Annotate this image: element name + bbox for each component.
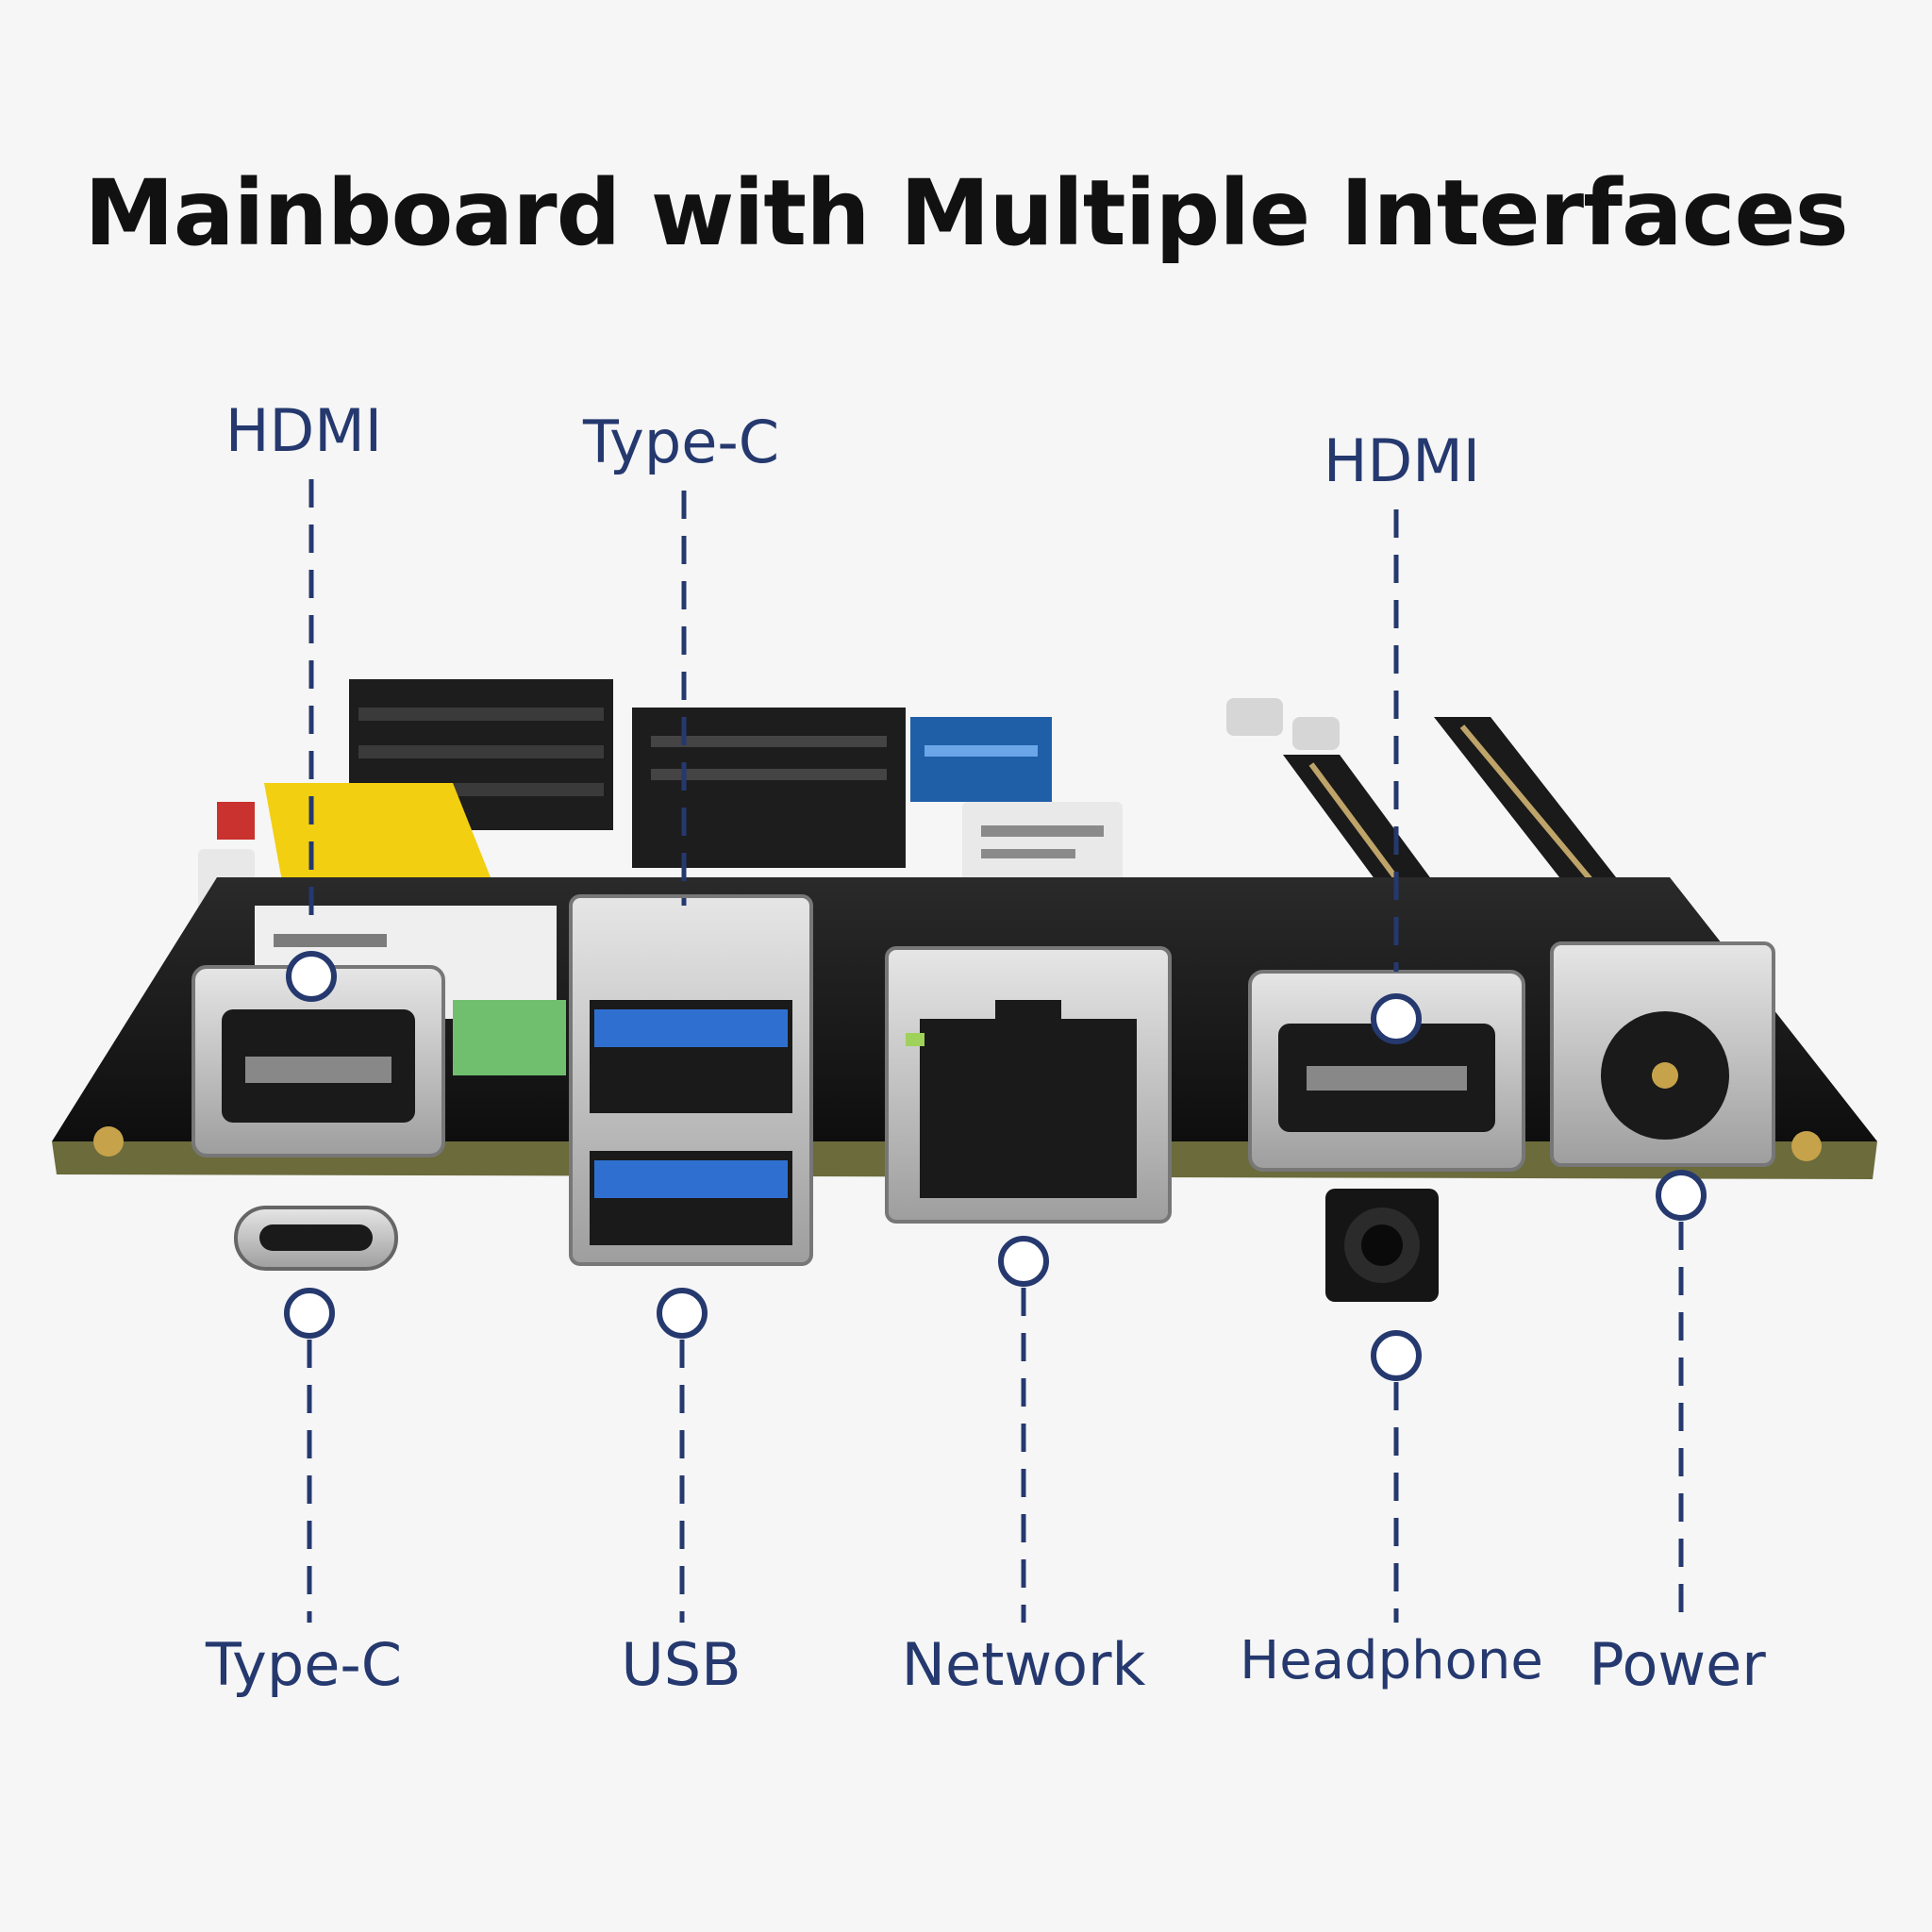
callout-bottom-headphone xyxy=(1371,1330,1422,1623)
label-top-type-c: Type-C xyxy=(582,408,780,476)
callout-bottom-type-c xyxy=(284,1288,335,1623)
callout-bottom-power xyxy=(1656,1170,1707,1623)
callout-top-hdmi-left xyxy=(286,479,337,1002)
diagram-title: Mainboard with Multiple Interfaces xyxy=(84,160,1849,266)
port-network-rj45 xyxy=(885,946,1172,1224)
label-bottom-network: Network xyxy=(901,1630,1146,1699)
label-bottom-power: Power xyxy=(1589,1630,1766,1699)
callout-top-hdmi-right xyxy=(1371,509,1422,1044)
label-bottom-usb: USB xyxy=(621,1630,741,1699)
callout-bottom-network xyxy=(998,1236,1049,1623)
callout-bottom-usb xyxy=(657,1288,708,1623)
port-hdmi-right xyxy=(1248,970,1525,1172)
port-headphone-jack xyxy=(1325,1189,1439,1302)
port-type-c-left xyxy=(234,1206,398,1271)
label-bottom-type-c: Type-C xyxy=(205,1630,403,1699)
label-bottom-headphone: Headphone xyxy=(1240,1630,1543,1691)
port-power-dc xyxy=(1550,941,1775,1167)
port-hdmi-left xyxy=(192,965,445,1158)
port-usb-stack xyxy=(569,894,813,1266)
label-top-hdmi-left: HDMI xyxy=(225,396,383,465)
label-top-hdmi-right: HDMI xyxy=(1323,426,1481,495)
